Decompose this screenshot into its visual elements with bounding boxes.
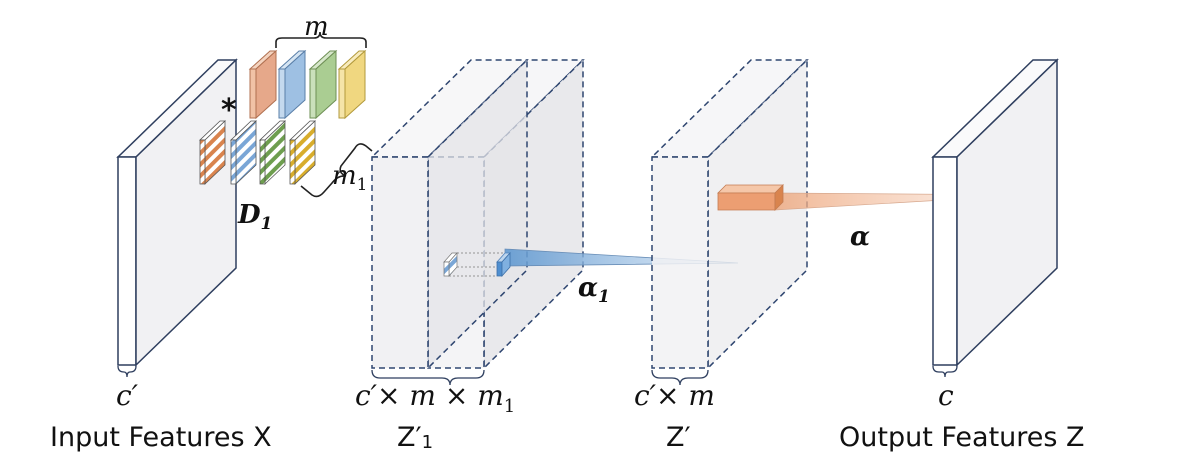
- m1-label: m1: [332, 161, 367, 195]
- solid-filter-blue: [277, 49, 307, 120]
- z1-feature-block: [370, 58, 585, 370]
- filter-bank-solid: [248, 49, 367, 120]
- z-orange-cell: [717, 184, 784, 211]
- z-feature-block: [650, 58, 809, 370]
- dotted-link: [449, 252, 508, 277]
- alpha1-label: α1: [578, 273, 610, 307]
- m-brace: [275, 31, 367, 48]
- z1-caption: Z′1: [397, 422, 433, 453]
- solid-filter-yellow: [337, 49, 367, 120]
- z1-dim-label: c′× m × m1: [355, 379, 515, 417]
- striped-filter-yellow: [288, 120, 317, 185]
- z-caption: Z′: [666, 422, 691, 453]
- z1-channel-brace: [371, 369, 485, 386]
- filter-bank-striped: [198, 120, 317, 185]
- input-caption: Input Features X: [50, 422, 272, 453]
- solid-filter-orange: [248, 49, 278, 120]
- solid-filter-green: [308, 49, 338, 120]
- alpha-label: α: [850, 222, 870, 252]
- output-feature-panel: [931, 58, 1059, 367]
- z-channel-brace: [651, 369, 709, 386]
- m-label: m: [304, 12, 329, 42]
- d1-label: D1: [237, 200, 272, 234]
- z-dim-label: c′× m: [634, 379, 715, 412]
- output-dim-label: c: [938, 379, 954, 412]
- output-channel-brace: [932, 365, 958, 378]
- striped-filter-blue: [229, 120, 258, 185]
- input-feature-panel: [116, 58, 238, 367]
- z1-striped-cell: [443, 252, 458, 277]
- input-dim-label: c′: [116, 379, 139, 412]
- striped-filter-green: [258, 120, 287, 185]
- conv-asterisk-icon: *: [221, 93, 237, 128]
- m1-brace: [300, 143, 373, 198]
- output-caption: Output Features Z: [839, 422, 1085, 453]
- input-channel-brace: [117, 365, 137, 378]
- z1-blue-cell: [496, 251, 511, 278]
- striped-filter-orange: [198, 120, 227, 185]
